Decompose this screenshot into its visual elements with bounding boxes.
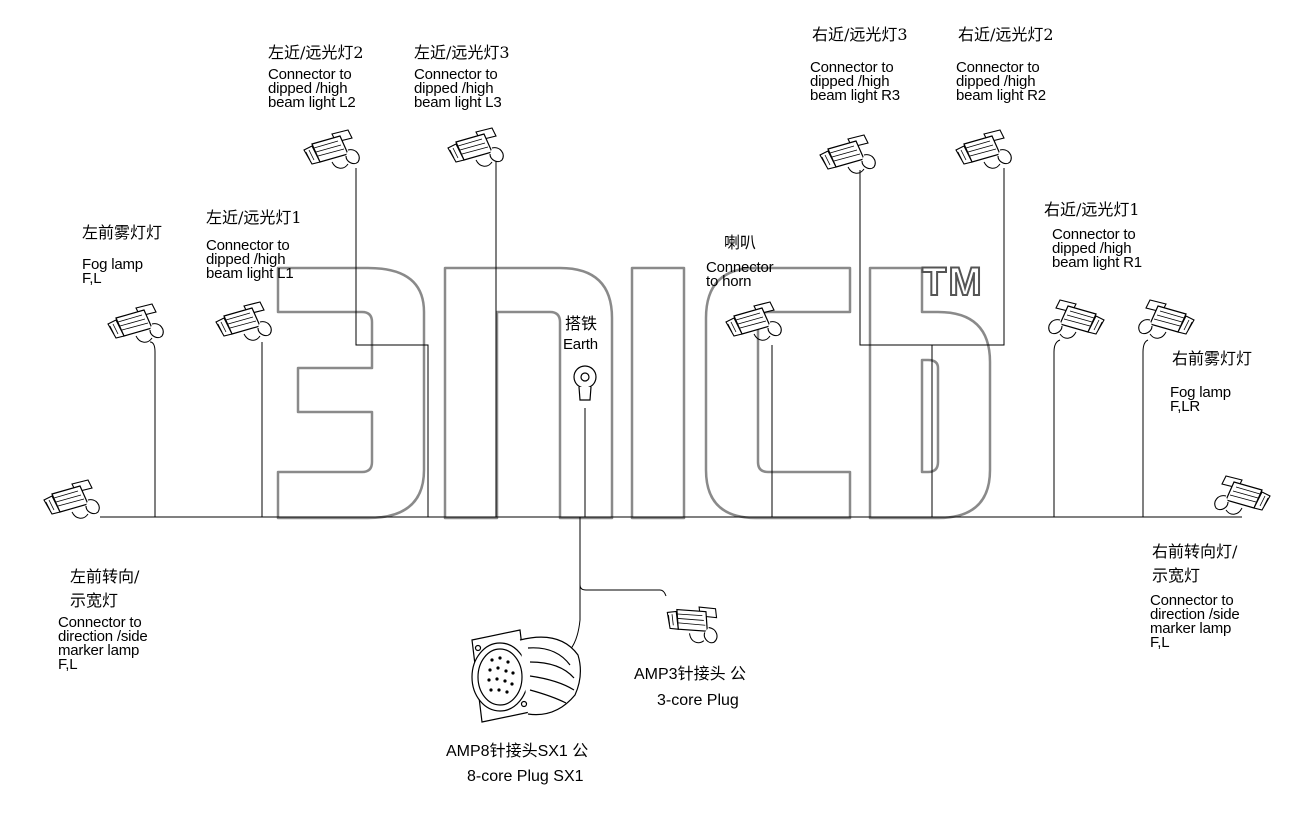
- connector-beam-light-l1: [215, 301, 272, 341]
- beam-light-l1-zh: 左近/远光灯1: [206, 208, 302, 227]
- connector-beam-light-r1: [1048, 299, 1105, 339]
- branch-wires: [149, 160, 1149, 651]
- connector-horn: [725, 301, 782, 341]
- amp8-plug-en: 8-core Plug SX1: [467, 768, 584, 785]
- earth-zh: 搭铁: [565, 314, 598, 333]
- connector-direction-lamp-right: [1214, 475, 1271, 515]
- amp8-plug-sx1: [471, 629, 581, 723]
- amp3-plug-en: 3-core Plug: [657, 692, 739, 709]
- amp3-plug-zh: AMP3针接头 公: [634, 666, 747, 683]
- connector-beam-light-r3: [819, 134, 876, 174]
- direction-lamp-right-zh: 右前转向灯/ 示宽灯: [1152, 542, 1238, 585]
- trademark-mark: TM: [921, 259, 984, 305]
- connector-fog-lamp-left: [107, 303, 164, 343]
- beam-light-r2-zh: 右近/远光灯2: [958, 25, 1054, 44]
- direction-lamp-left-zh: 左前转向/ 示宽灯: [70, 567, 140, 610]
- beam-light-r1-zh: 右近/远光灯1: [1044, 200, 1140, 219]
- earth-ring-terminal: [573, 365, 597, 401]
- beam-light-r3-zh: 右近/远光灯3: [812, 25, 908, 44]
- earth-en: Earth: [563, 336, 598, 353]
- connector-beam-light-l2: [303, 129, 360, 169]
- connector-beam-light-r2: [955, 129, 1012, 169]
- connector-amp3-plug: [660, 593, 727, 650]
- watermark-logo: [276, 266, 992, 520]
- horn-zh: 喇叭: [724, 233, 757, 252]
- beam-light-l3-zh: 左近/远光灯3: [414, 43, 510, 62]
- connector-beam-light-l3: [447, 127, 504, 167]
- connector-fog-lamp-right: [1138, 299, 1195, 339]
- beam-light-l2-zh: 左近/远光灯2: [268, 43, 364, 62]
- fog-lamp-left-zh: 左前雾灯灯: [82, 223, 163, 242]
- fog-lamp-right-zh: 右前雾灯灯: [1172, 349, 1253, 368]
- amp8-plug-zh: AMP8针接头SX1 公: [446, 743, 589, 760]
- connector-direction-lamp-left: [43, 479, 100, 519]
